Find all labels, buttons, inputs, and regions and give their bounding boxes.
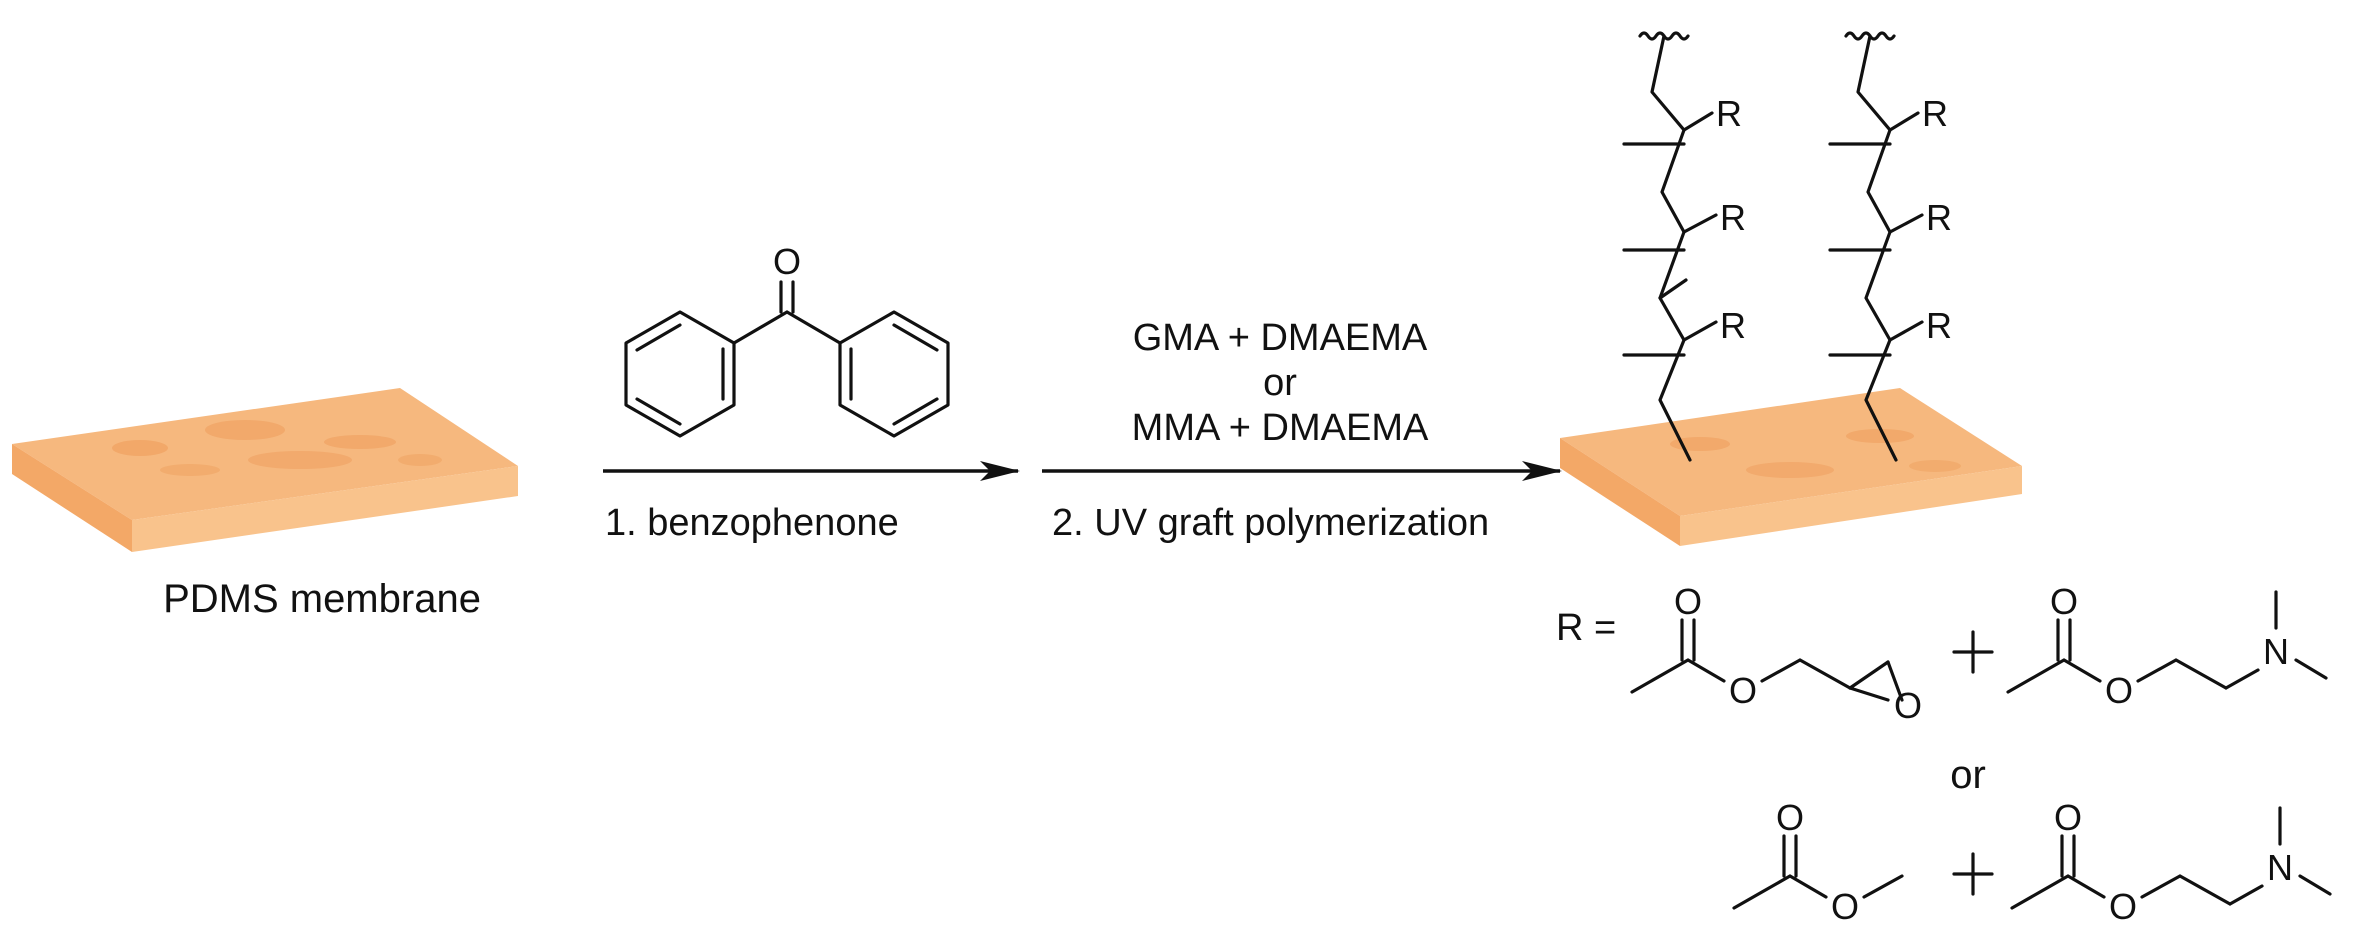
- pdms-membrane-grafted: [1560, 388, 2022, 546]
- grafted-membrane-front-face: [1680, 466, 2022, 546]
- r-group-2-2: R: [1926, 197, 1952, 238]
- benzophenone-oxygen-label: O: [773, 241, 801, 282]
- r-group-2-1: R: [1922, 93, 1948, 134]
- dmaema-2-nitrogen: N: [2267, 847, 2293, 888]
- plus-sign-2: [1952, 852, 1994, 896]
- dmaema-1-ester-oxygen: O: [2105, 670, 2133, 711]
- r-group-1-3: R: [1720, 305, 1746, 346]
- gma-carbonyl-oxygen: O: [1674, 581, 1702, 622]
- monomer-or: or: [1263, 362, 1297, 404]
- mma-ester-oxygen: O: [1831, 886, 1859, 927]
- membrane-front-face: [132, 466, 518, 552]
- polymer-chain-structure-2: [1828, 31, 1924, 462]
- ester-structure-dmaema-2: [2010, 806, 2332, 910]
- gma-epoxide-oxygen: O: [1894, 685, 1922, 726]
- step2-label: 2. UV graft polymerization: [1052, 502, 1489, 544]
- dmaema-2-carbonyl-oxygen: O: [2054, 797, 2082, 838]
- step1-label: 1. benzophenone: [605, 502, 899, 544]
- r-group-1-1: R: [1716, 93, 1742, 134]
- ester-structure-dmaema-1: [2006, 590, 2328, 694]
- r-definition-label: R =: [1556, 607, 1616, 649]
- ester-structure-mma: [1732, 834, 1904, 910]
- dmaema-2-ester-oxygen: O: [2109, 886, 2137, 927]
- dmaema-1-carbonyl-oxygen: O: [2050, 581, 2078, 622]
- monomer-combo-1: GMA + DMAEMA: [1133, 317, 1428, 359]
- plus-sign-1: [1952, 630, 1994, 674]
- gma-ester-oxygen: O: [1729, 670, 1757, 711]
- r-group-2-3: R: [1926, 305, 1952, 346]
- pdms-membrane-left: [12, 388, 518, 552]
- membrane-side-face: [12, 444, 132, 552]
- monomer-combo-2: MMA + DMAEMA: [1132, 407, 1429, 449]
- dmaema-1-nitrogen: N: [2263, 631, 2289, 672]
- grafted-membrane-side-face: [1560, 438, 1680, 546]
- membrane-label: PDMS membrane: [163, 577, 481, 621]
- r-group-1-2: R: [1720, 197, 1746, 238]
- polymer-chain-structure-1: [1622, 31, 1718, 462]
- or-between-label: or: [1950, 753, 1986, 797]
- mma-carbonyl-oxygen: O: [1776, 797, 1804, 838]
- membrane-top-face: [12, 388, 518, 520]
- ester-structure-gma: [1630, 618, 1904, 702]
- grafted-membrane-top-face: [1560, 388, 2022, 516]
- benzophenone-structure: [624, 280, 950, 438]
